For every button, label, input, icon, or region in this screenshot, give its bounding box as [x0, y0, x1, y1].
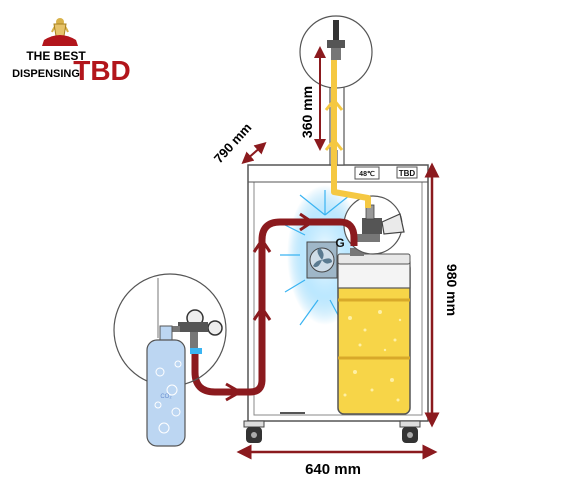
coupler-label: G: [335, 236, 344, 250]
dim-width: 640 mm: [236, 444, 438, 478]
co2-label: CO₂: [160, 394, 172, 400]
dim-height: 980 mm: [424, 162, 460, 428]
dim-depth: 790 mm: [211, 120, 267, 166]
beer-line: [324, 60, 371, 208]
dim-width-label: 640 mm: [305, 461, 361, 478]
dim-tower-label: 360 mm: [299, 86, 315, 138]
wheel-left: [243, 420, 265, 443]
gas-line: [190, 212, 358, 402]
logo: THE BEST DISPENSING TBD: [12, 18, 131, 86]
fan-icon: [306, 241, 338, 279]
dim-tower: 360 mm: [299, 46, 326, 151]
keg-icon: [337, 248, 411, 415]
panel-display: [354, 166, 380, 180]
keg-bubbles: [343, 310, 402, 402]
panel-brand-text: TBD: [399, 169, 416, 178]
regulator-icon: [172, 309, 223, 348]
trophy-icon: [42, 18, 78, 46]
coupler-icon: G: [335, 195, 405, 255]
logo-brand: TBD: [73, 55, 131, 86]
panel-display-text: 48℃: [359, 170, 375, 178]
panel-brand: [396, 166, 418, 179]
wheel-right: [399, 420, 421, 443]
co2-tank-icon: CO₂: [146, 325, 186, 447]
co2-assembly: CO₂: [113, 273, 227, 447]
logo-line-1: THE BEST: [26, 49, 86, 63]
dim-height-label: 980 mm: [444, 264, 460, 316]
co2-bubbles: [154, 360, 182, 434]
logo-line-2: DISPENSING: [12, 68, 80, 80]
cold-air-rays: [280, 190, 351, 329]
